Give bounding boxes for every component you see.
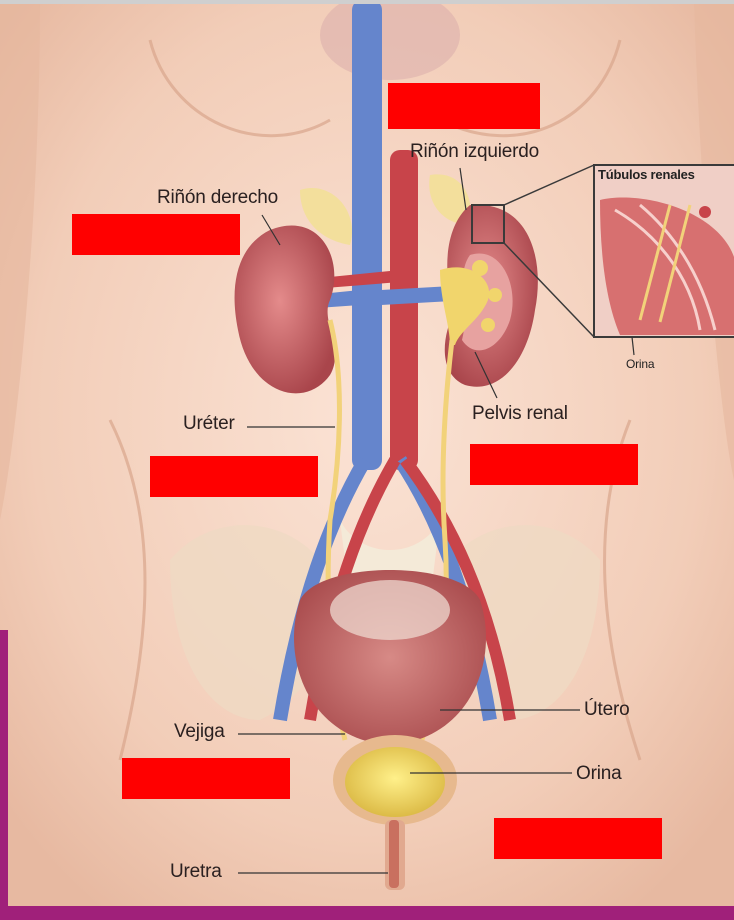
- redaction-box: [470, 444, 638, 485]
- label-vejiga: Vejiga: [174, 722, 225, 741]
- redaction-box: [122, 758, 290, 799]
- label-rinon-derecho: Riñón derecho: [157, 188, 278, 207]
- label-ureter: Uréter: [183, 414, 235, 433]
- label-orina-inset: Orina: [626, 358, 654, 370]
- label-utero: Útero: [584, 700, 629, 719]
- redaction-box: [388, 83, 540, 129]
- redaction-box: [150, 456, 318, 497]
- redaction-box: [494, 818, 662, 859]
- label-tubulos-renales: Túbulos renales: [598, 168, 695, 181]
- redaction-box: [72, 214, 240, 255]
- label-orina: Orina: [576, 764, 621, 783]
- label-pelvis-renal: Pelvis renal: [472, 404, 568, 423]
- label-uretra: Uretra: [170, 862, 222, 881]
- label-rinon-izquierdo: Riñón izquierdo: [410, 142, 539, 161]
